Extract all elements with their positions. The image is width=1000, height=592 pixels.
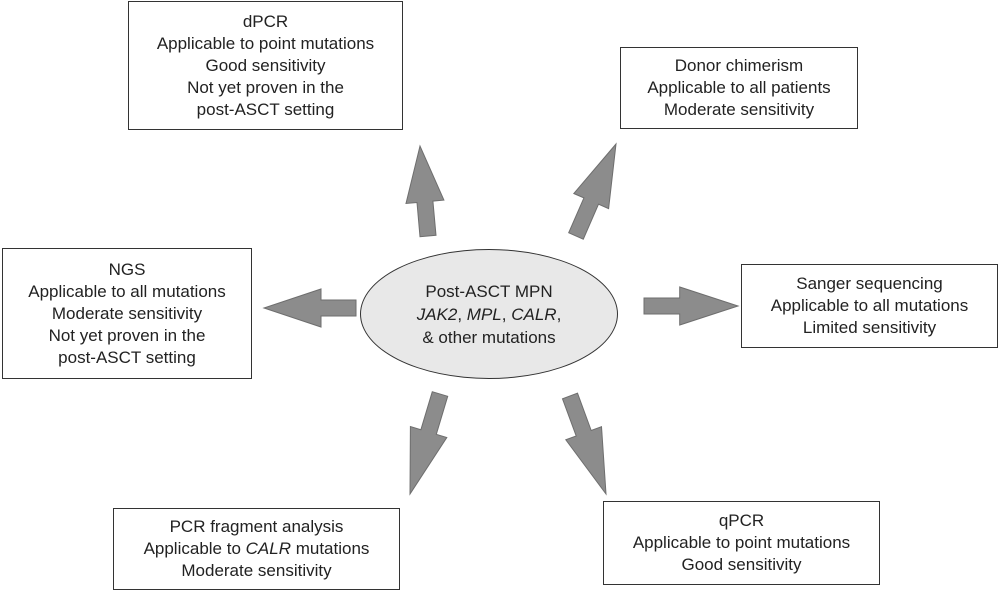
center-line-1: Post-ASCT MPN [425, 281, 553, 301]
ngs-line-3: Not yet proven in the [48, 325, 206, 345]
center-gene-calr: CALR [511, 304, 557, 324]
donor-chimerism-line-1: Applicable to all patients [647, 78, 831, 97]
pcr-fragment-analysis-box: PCR fragment analysis Applicable to CALR… [113, 508, 400, 590]
pcr-fragment-line-1-suffix: mutations [291, 539, 370, 558]
arrow-to-qpcr [561, 392, 607, 496]
dpcr-line-3: Not yet proven in the [187, 77, 344, 97]
arrow-to-ngs [262, 288, 357, 328]
pcr-fragment-gene: CALR [245, 539, 291, 558]
sanger-title: Sanger sequencing [796, 274, 943, 293]
donor-chimerism-box: Donor chimerism Applicable to all patien… [620, 47, 858, 129]
sanger-line-1: Applicable to all mutations [770, 296, 969, 315]
center-sep-3: , [556, 304, 562, 324]
arrow-to-pcr-fragment [409, 391, 449, 496]
dpcr-box: dPCR Applicable to point mutations Good … [128, 1, 403, 130]
qpcr-box: qPCR Applicable to point mutations Good … [603, 501, 880, 585]
pcr-fragment-line-1-prefix: Applicable to [143, 539, 246, 558]
center-line-2: JAK2, MPL, CALR, [361, 303, 617, 326]
ngs-line-1: Applicable to all mutations [28, 281, 226, 301]
sanger-line-2: Limited sensitivity [802, 318, 937, 337]
arrow-to-sanger [643, 286, 740, 326]
donor-chimerism-line-2: Moderate sensitivity [663, 100, 815, 119]
ngs-title: NGS [108, 259, 146, 279]
dpcr-title: dPCR [242, 11, 289, 31]
center-sep-2: , [501, 304, 512, 324]
pcr-fragment-title: PCR fragment analysis [169, 517, 344, 536]
sanger-sequencing-box: Sanger sequencing Applicable to all muta… [741, 264, 998, 348]
dpcr-line-4: post-ASCT setting [196, 99, 335, 119]
qpcr-line-2: Good sensitivity [681, 555, 802, 574]
donor-chimerism-title: Donor chimerism [674, 56, 804, 75]
center-gene-mpl: MPL [466, 304, 502, 324]
center-sep-1: , [457, 304, 467, 324]
ngs-box: NGS Applicable to all mutations Moderate… [2, 248, 252, 379]
center-ellipse: Post-ASCT MPN JAK2, MPL, CALR, & other m… [360, 249, 618, 379]
arrow-to-donor-chimerism [568, 142, 617, 240]
pcr-fragment-line-2: Moderate sensitivity [181, 561, 332, 580]
pcr-fragment-line-1: Applicable to CALR mutations [114, 538, 399, 560]
qpcr-line-1: Applicable to point mutations [632, 533, 851, 552]
ngs-line-2: Moderate sensitivity [51, 303, 203, 323]
qpcr-title: qPCR [718, 511, 765, 530]
center-line-3: & other mutations [422, 327, 556, 347]
center-gene-jak2: JAK2 [416, 304, 458, 324]
ngs-line-4: post-ASCT setting [58, 347, 196, 367]
arrow-to-dpcr [405, 144, 445, 238]
dpcr-line-2: Good sensitivity [205, 55, 326, 75]
dpcr-line-1: Applicable to point mutations [156, 33, 375, 53]
